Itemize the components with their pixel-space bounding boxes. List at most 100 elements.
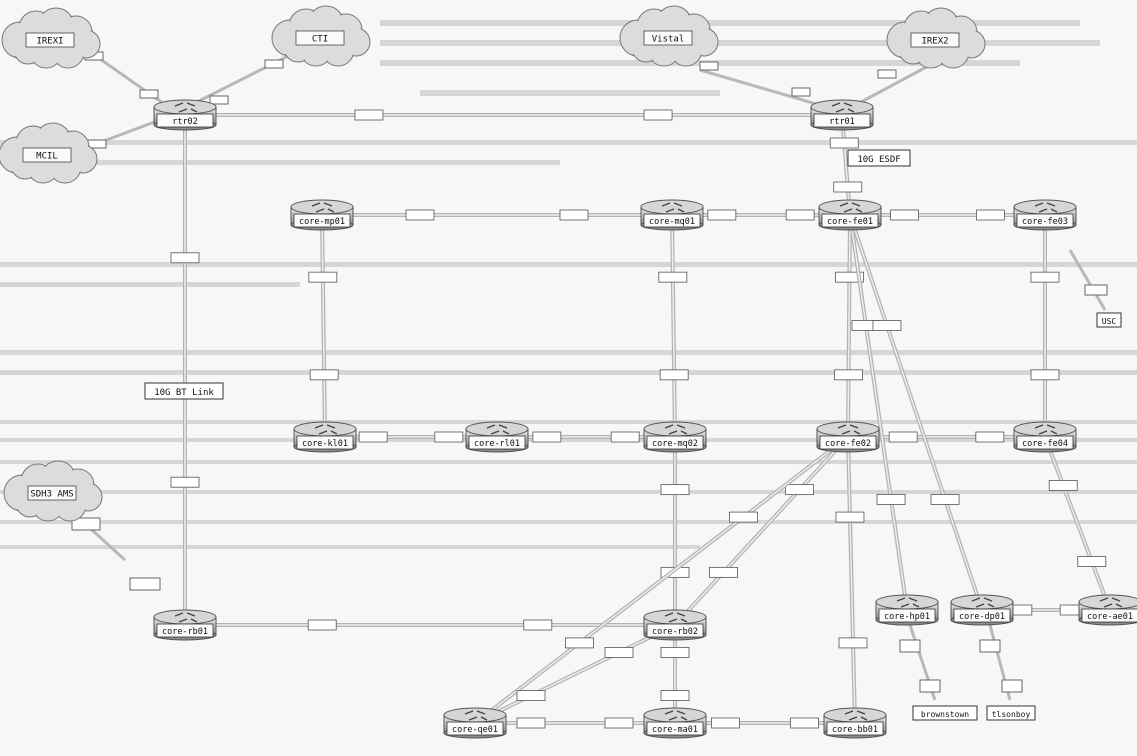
usc-stub — [1068, 249, 1108, 311]
interface-label-box — [660, 484, 690, 496]
background-faded-text — [0, 20, 1137, 549]
interface-label-box — [405, 209, 435, 221]
interface-label-box — [888, 431, 918, 443]
router-core-mq01[interactable]: core-mq01 — [640, 199, 704, 231]
link-core-fe01-core-dp01 — [848, 214, 984, 611]
cloud-label: SDH3 AMS — [30, 490, 73, 500]
brownstown-stub — [899, 624, 941, 701]
router-core-fe01[interactable]: core-fe01 — [818, 199, 882, 231]
router-core-rl01[interactable]: core-rl01 — [465, 421, 529, 453]
interface-label-box — [975, 431, 1005, 443]
link-core-rb01-core-rb02 — [185, 619, 675, 631]
interface-label-box — [833, 181, 863, 193]
interface-label-box — [835, 271, 864, 283]
router-core-rb01[interactable]: core-rb01 — [153, 609, 217, 641]
link-rtr02-core-rb01 — [170, 115, 200, 625]
interface-label-box — [834, 369, 863, 381]
cloud-label: IREX2 — [921, 37, 948, 47]
router-arrows-icon — [1034, 424, 1058, 435]
cloud-uplink — [184, 48, 301, 110]
cloud-mcil: MCIL — [0, 122, 98, 184]
router-core-dp01[interactable]: core-dp01 — [950, 594, 1014, 626]
leaf-tlsonboy-text: tlsonboy — [992, 710, 1031, 719]
link-rtr02-rtr01 — [185, 109, 842, 121]
interface-label-box — [604, 717, 634, 729]
router-core-bb01[interactable]: core-bb01 — [823, 707, 887, 739]
interface-label-box — [658, 271, 688, 283]
router-arrows-icon — [896, 597, 920, 608]
router-label: core-fe04 — [1022, 439, 1068, 449]
cloud-vistal: Vistal — [619, 5, 719, 67]
link-core-mq02-core-rb02 — [660, 437, 690, 625]
link-core-qe01-core-ma01 — [475, 717, 675, 729]
cloud-irexi: IREXI — [1, 7, 101, 69]
interface-label-box — [1048, 480, 1078, 491]
tlsonboy-stub — [979, 624, 1023, 701]
interface-label-box — [872, 320, 902, 332]
link-core-fe02-core-bb01 — [835, 436, 868, 724]
router-arrows-icon — [174, 612, 198, 623]
router-label: core-ma01 — [652, 725, 698, 735]
interface-label-box — [707, 209, 737, 221]
interface-label-box — [307, 619, 337, 631]
router-core-mp01[interactable]: core-mp01 — [290, 199, 354, 231]
interface-label-box — [559, 209, 589, 221]
interface-label-box — [1077, 556, 1107, 567]
router-core-ma01[interactable]: core-ma01 — [643, 707, 707, 739]
interface-label-box — [838, 637, 868, 649]
interface-label-box — [170, 252, 200, 264]
router-arrows-icon — [664, 612, 688, 623]
link-label-esdf: 10G ESDF — [847, 149, 911, 167]
interface-label-box — [976, 209, 1005, 221]
router-arrows-icon — [486, 424, 510, 435]
router-label: core-qe01 — [452, 725, 498, 735]
link-label-long: 10G BT Link — [144, 382, 224, 400]
router-core-fe03[interactable]: core-fe03 — [1013, 199, 1077, 231]
router-arrows-icon — [831, 102, 855, 113]
link-core-mp01-core-mq01 — [322, 209, 672, 221]
router-arrows-icon — [839, 202, 863, 213]
router-core-fe02[interactable]: core-fe02 — [816, 421, 880, 453]
router-rtr02[interactable]: rtr02 — [153, 99, 217, 131]
interface-label-box — [523, 619, 553, 631]
router-core-qe01[interactable]: core-qe01 — [443, 707, 507, 739]
interface-label-box — [170, 476, 200, 488]
interface-label-box — [604, 647, 634, 658]
router-arrows-icon — [664, 710, 688, 721]
router-arrows-icon — [1034, 202, 1058, 213]
link-core-fe01-core-hp01 — [848, 214, 909, 611]
link-label-long-text: 10G BT Link — [154, 388, 214, 398]
router-arrows-icon — [1099, 597, 1123, 608]
link-core-fe01-core-fe03 — [850, 209, 1045, 221]
interface-label-box — [309, 369, 339, 381]
interface-label-box — [532, 431, 562, 443]
cloud-label: Vistal — [652, 35, 685, 45]
router-core-ae01[interactable]: core-ae01 — [1078, 594, 1137, 626]
leaf-tlsonboy: tlsonboy — [986, 705, 1036, 721]
link-label-esdf-text: 10G ESDF — [857, 155, 900, 165]
router-label: rtr01 — [829, 117, 855, 127]
router-arrows-icon — [844, 710, 868, 721]
router-core-rb02[interactable]: core-rb02 — [643, 609, 707, 641]
interface-label-box — [358, 431, 388, 443]
router-core-kl01[interactable]: core-kl01 — [293, 421, 357, 453]
router-core-mq02[interactable]: core-mq02 — [643, 421, 707, 453]
interface-label-box — [790, 717, 819, 729]
router-label: core-rl01 — [474, 439, 520, 449]
link-core-fe03-core-fe04 — [1030, 215, 1060, 437]
leaf-brownstown: brownstown — [912, 705, 978, 721]
router-core-hp01[interactable]: core-hp01 — [875, 594, 939, 626]
cloud-cti: CTI — [271, 5, 371, 67]
link-core-fe02-core-qe01 — [473, 435, 850, 725]
interface-label-box — [308, 271, 338, 283]
router-arrows-icon — [971, 597, 995, 608]
link-core-rb02-core-ma01 — [660, 625, 690, 723]
router-core-fe04[interactable]: core-fe04 — [1013, 421, 1077, 453]
interface-label-box — [434, 431, 464, 443]
interface-label-box — [1030, 369, 1060, 381]
router-arrows-icon — [837, 424, 861, 435]
router-rtr01[interactable]: rtr01 — [810, 99, 874, 131]
interface-label-box — [659, 369, 689, 381]
